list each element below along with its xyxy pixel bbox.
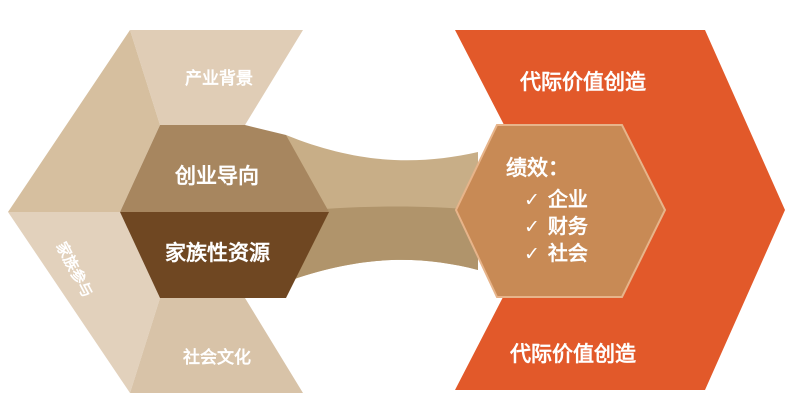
performance-title: 绩效： — [506, 156, 569, 180]
segment-bottom-background — [130, 298, 303, 393]
label-intergenerational-value-top: 代际价值创造 — [520, 70, 646, 94]
performance-hexagon — [454, 124, 667, 298]
segment-upper-left-background — [8, 30, 160, 212]
label-intergenerational-value-bottom: 代际价值创造 — [510, 342, 636, 366]
performance-block: 绩效： ✓企业 ✓财务 ✓社会 — [506, 152, 588, 267]
check-icon: ✓ — [524, 216, 540, 238]
label-industry-background: 产业背景 — [185, 69, 253, 89]
segment-top-background — [130, 30, 303, 125]
label-social-culture: 社会文化 — [183, 348, 251, 368]
label-entrepreneurial-orientation: 创业导向 — [175, 164, 259, 188]
performance-item-social: ✓社会 — [524, 241, 588, 265]
performance-item-enterprise: ✓企业 — [524, 187, 588, 211]
performance-item-financial: ✓财务 — [524, 214, 588, 238]
check-icon: ✓ — [524, 189, 540, 211]
segment-lower-left-background — [8, 212, 160, 393]
core-upper-entrepreneurial — [120, 125, 329, 212]
core-lower-family-resources — [120, 212, 329, 298]
check-icon: ✓ — [524, 243, 540, 265]
connector-bridge-lower-shade — [286, 206, 478, 282]
label-familiness-resources: 家族性资源 — [165, 241, 270, 265]
